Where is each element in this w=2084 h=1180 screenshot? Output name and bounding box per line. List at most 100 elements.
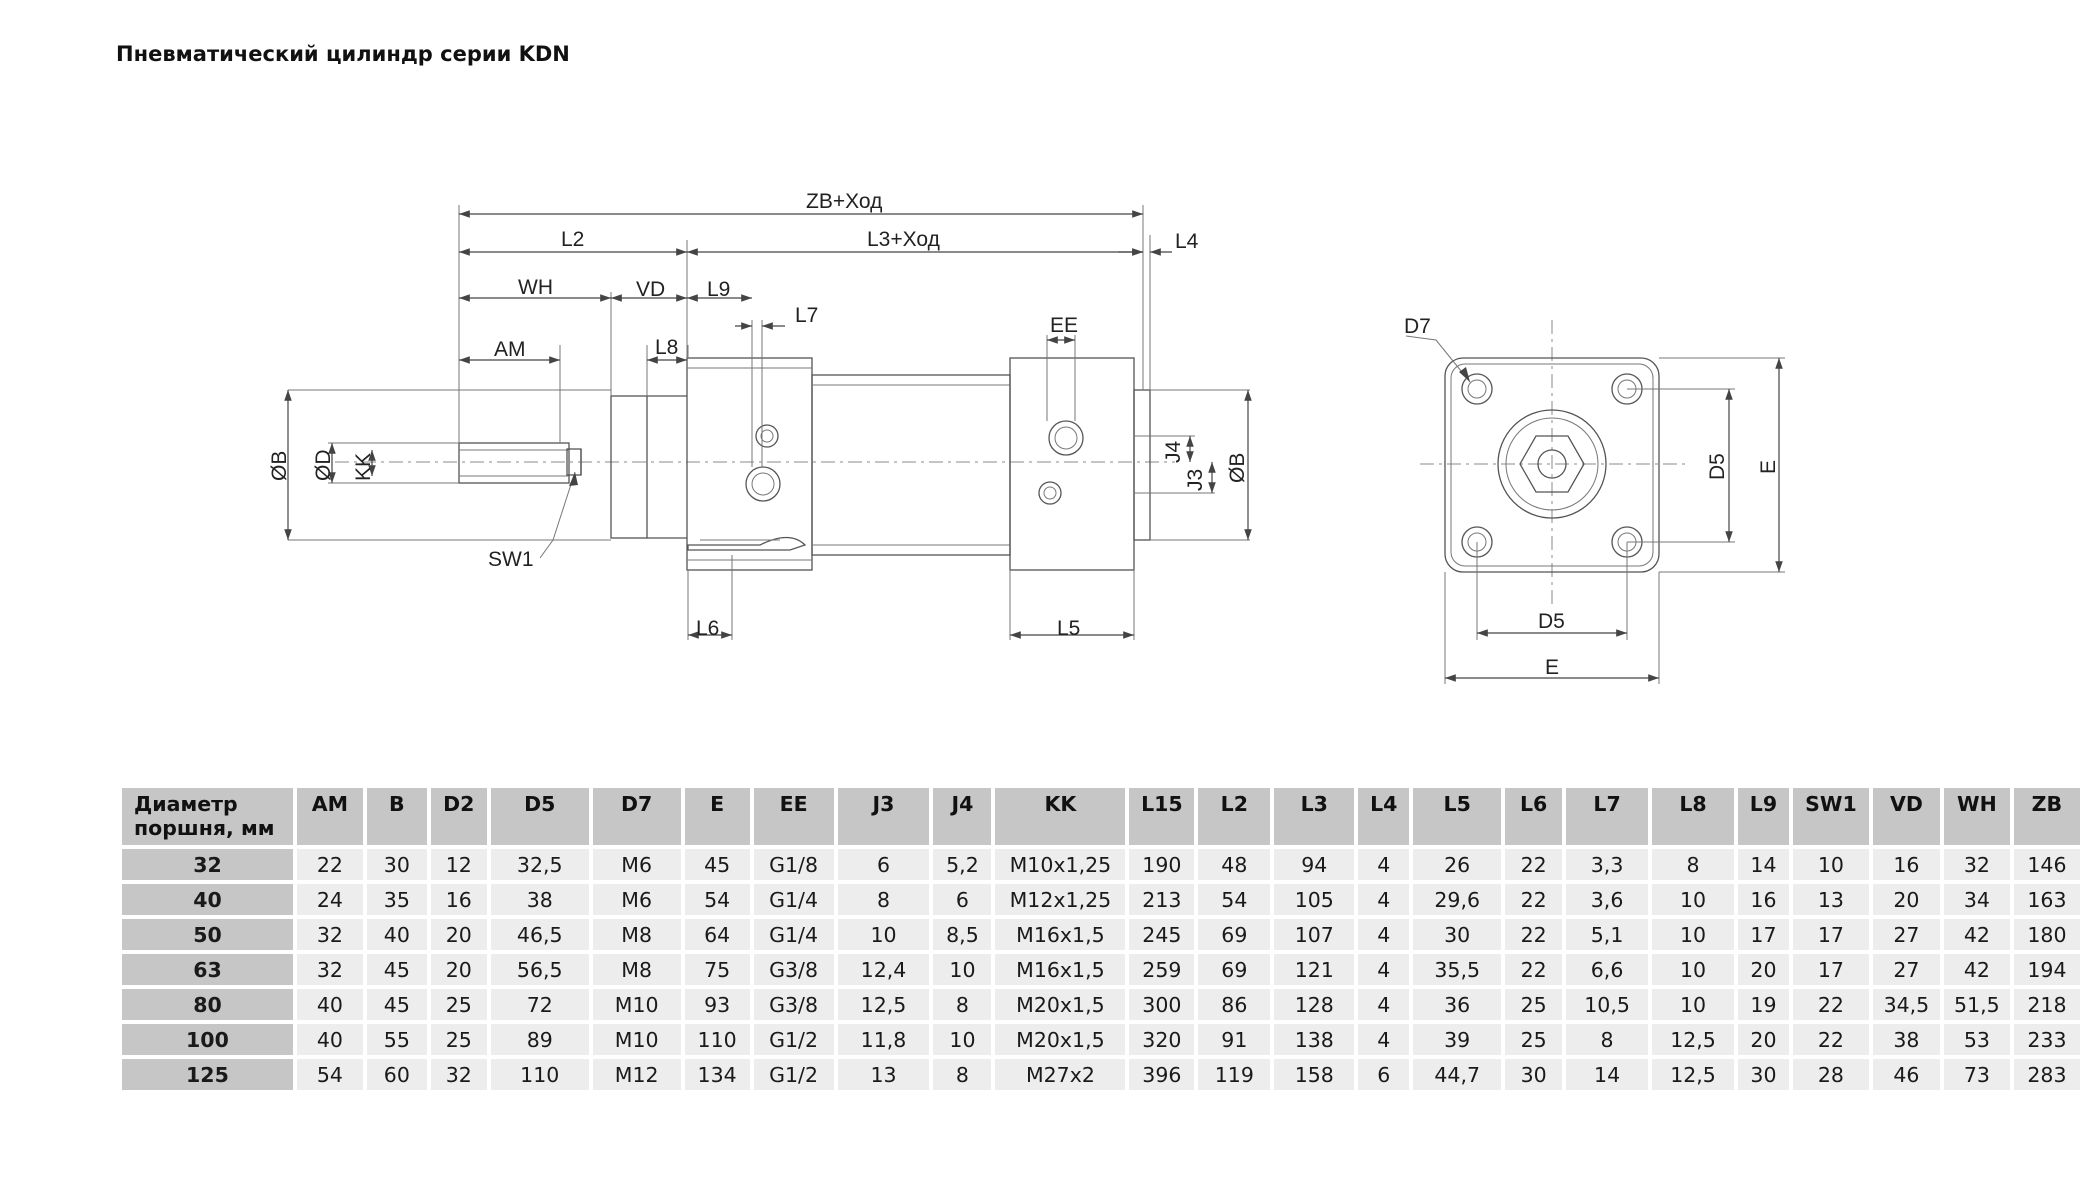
table-cell: G1/4 [753, 884, 834, 915]
table-cell: 30 [1413, 919, 1502, 950]
table-cell: 32,5 [490, 849, 589, 880]
table-cell: 158 [1274, 1059, 1355, 1090]
table-cell: 17 [1792, 954, 1869, 985]
table-cell: 12 [430, 849, 487, 880]
table-cell: M8 [592, 919, 681, 950]
table-cell: 53 [1943, 1024, 2010, 1055]
table-cell: 16 [430, 884, 487, 915]
table-cell: 4 [1358, 884, 1410, 915]
label-d5-horizontal: D5 [1538, 610, 1565, 633]
table-cell: 20 [1737, 1024, 1789, 1055]
table-cell: M6 [592, 884, 681, 915]
table-cell: 28 [1792, 1059, 1869, 1090]
table-cell: 27 [1872, 954, 1940, 985]
table-cell: M16x1,5 [995, 919, 1126, 950]
table-cell: 91 [1198, 1024, 1271, 1055]
header-am: AM [296, 788, 363, 845]
table-cell: M6 [592, 849, 681, 880]
table-cell: M16x1,5 [995, 954, 1126, 985]
table-cell: 10 [1652, 884, 1734, 915]
table-cell: 105 [1274, 884, 1355, 915]
row-piston-diameter: 100 [122, 1024, 293, 1055]
label-d5-vertical: D5 [1706, 453, 1729, 480]
table-cell: 46 [1872, 1059, 1940, 1090]
table-cell: 30 [1737, 1059, 1789, 1090]
end-mounting-hole-tl [1461, 373, 1493, 405]
header-l8: L8 [1652, 788, 1734, 845]
header-l9: L9 [1737, 788, 1789, 845]
table-cell: 86 [1198, 989, 1271, 1020]
label-e-vertical: E [1757, 460, 1780, 474]
row-piston-diameter: 32 [122, 849, 293, 880]
table-cell: 194 [2013, 954, 2080, 985]
table-cell: 64 [684, 919, 750, 950]
table-cell: 89 [490, 1024, 589, 1055]
label-l8: L8 [655, 336, 678, 359]
table-cell: 20 [1872, 884, 1940, 915]
technical-drawing: ZB+Ход L2 L3+Ход L4 WH VD L9 L7 EE AM L8… [268, 190, 1785, 684]
table-cell: 51,5 [1943, 989, 2010, 1020]
table-cell: M10 [592, 1024, 681, 1055]
table-cell: 128 [1274, 989, 1355, 1020]
table-cell: M12x1,25 [995, 884, 1126, 915]
table-cell: 22 [1505, 849, 1563, 880]
table-cell: 32 [296, 919, 363, 950]
table-cell: 32 [296, 954, 363, 985]
table-cell: 93 [684, 989, 750, 1020]
header-sw1: SW1 [1792, 788, 1869, 845]
table-cell: 6 [933, 884, 992, 915]
table-cell: 26 [1413, 849, 1502, 880]
table-cell: M27x2 [995, 1059, 1126, 1090]
table-cell: 34,5 [1872, 989, 1940, 1020]
header-l2: L2 [1198, 788, 1271, 845]
table-cell: 110 [684, 1024, 750, 1055]
label-od: ØD [312, 450, 335, 482]
table-cell: 32 [1943, 849, 2010, 880]
table-cell: 396 [1129, 1059, 1195, 1090]
header-l3: L3 [1274, 788, 1355, 845]
header-l7: L7 [1566, 788, 1649, 845]
header-kk: KK [995, 788, 1126, 845]
table-cell: 218 [2013, 989, 2080, 1020]
row-piston-diameter: 125 [122, 1059, 293, 1090]
table-cell: 14 [1737, 849, 1789, 880]
table-cell: 300 [1129, 989, 1195, 1020]
label-j3: J3 [1184, 469, 1207, 491]
table-cell: 10 [1792, 849, 1869, 880]
header-d5: D5 [490, 788, 589, 845]
header-j3: J3 [837, 788, 930, 845]
table-cell: G1/8 [753, 849, 834, 880]
table-cell: 94 [1274, 849, 1355, 880]
table-cell: 5,1 [1566, 919, 1649, 950]
table-cell: 10 [933, 1024, 992, 1055]
table-cell: 320 [1129, 1024, 1195, 1055]
table-cell: 20 [430, 954, 487, 985]
table-cell: 44,7 [1413, 1059, 1502, 1090]
table-cell: 8 [1652, 849, 1734, 880]
row-piston-diameter: 80 [122, 989, 293, 1020]
table-cell: 259 [1129, 954, 1195, 985]
header-ee: EE [753, 788, 834, 845]
table-cell: 10 [1652, 954, 1734, 985]
label-ob-right: ØB [1226, 453, 1249, 483]
page-title: Пневматический цилиндр серии KDN [116, 42, 570, 66]
table-cell: 25 [430, 1024, 487, 1055]
header-piston-diameter: Диаметр поршня, мм [122, 788, 293, 845]
table-cell: 12,5 [1652, 1024, 1734, 1055]
table-cell: 4 [1358, 989, 1410, 1020]
table-cell: 163 [2013, 884, 2080, 915]
table-cell: 17 [1737, 919, 1789, 950]
table-cell: 72 [490, 989, 589, 1020]
table-cell: 54 [296, 1059, 363, 1090]
table-cell: 30 [1505, 1059, 1563, 1090]
label-zb-stroke: ZB+Ход [806, 190, 882, 213]
table-cell: 60 [366, 1059, 427, 1090]
table-cell: 10 [1652, 989, 1734, 1020]
table-cell: 22 [1792, 1024, 1869, 1055]
table-cell: M8 [592, 954, 681, 985]
